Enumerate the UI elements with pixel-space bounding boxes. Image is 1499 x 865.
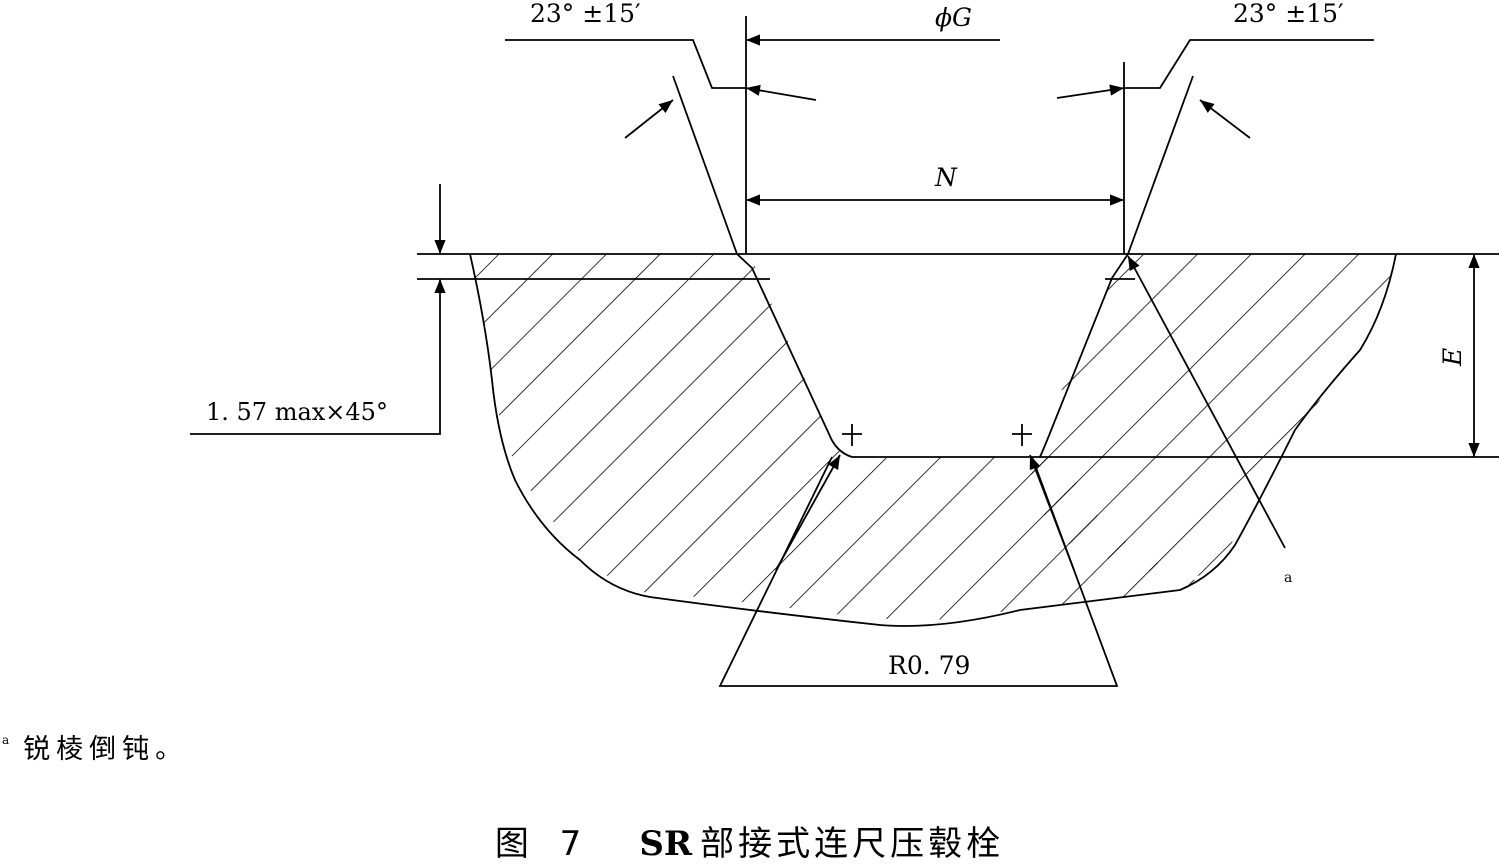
depth-e-label: E xyxy=(1438,348,1467,367)
groove-cross-section-drawing: 23° ±15′ 23° ±15′ ϕG N E 1. 57 max×45° R… xyxy=(190,0,1499,687)
figure-code: SR xyxy=(639,824,693,864)
figure-number: 图 7 xyxy=(494,824,592,864)
chamfer-label: 1. 57 max×45° xyxy=(206,398,388,426)
note-a-mark: a xyxy=(1284,570,1292,586)
footnote: a 锐棱倒钝。 xyxy=(2,727,188,766)
figure-title: 部接式连尺压毂栓 xyxy=(700,824,1005,864)
section-left-hatched xyxy=(470,254,1210,620)
radius-label: R0. 79 xyxy=(888,651,970,680)
section-right-hatched xyxy=(1030,254,1396,578)
width-n-label: N xyxy=(934,163,958,192)
footnote-mark: a xyxy=(2,733,10,747)
angle-label-left: 23° ±15′ xyxy=(530,0,641,28)
footnote-text: 锐棱倒钝。 xyxy=(23,734,189,765)
outline-lines xyxy=(190,16,1499,687)
angle-label-right: 23° ±15′ xyxy=(1233,0,1344,28)
diameter-g-label: ϕG xyxy=(935,3,972,32)
